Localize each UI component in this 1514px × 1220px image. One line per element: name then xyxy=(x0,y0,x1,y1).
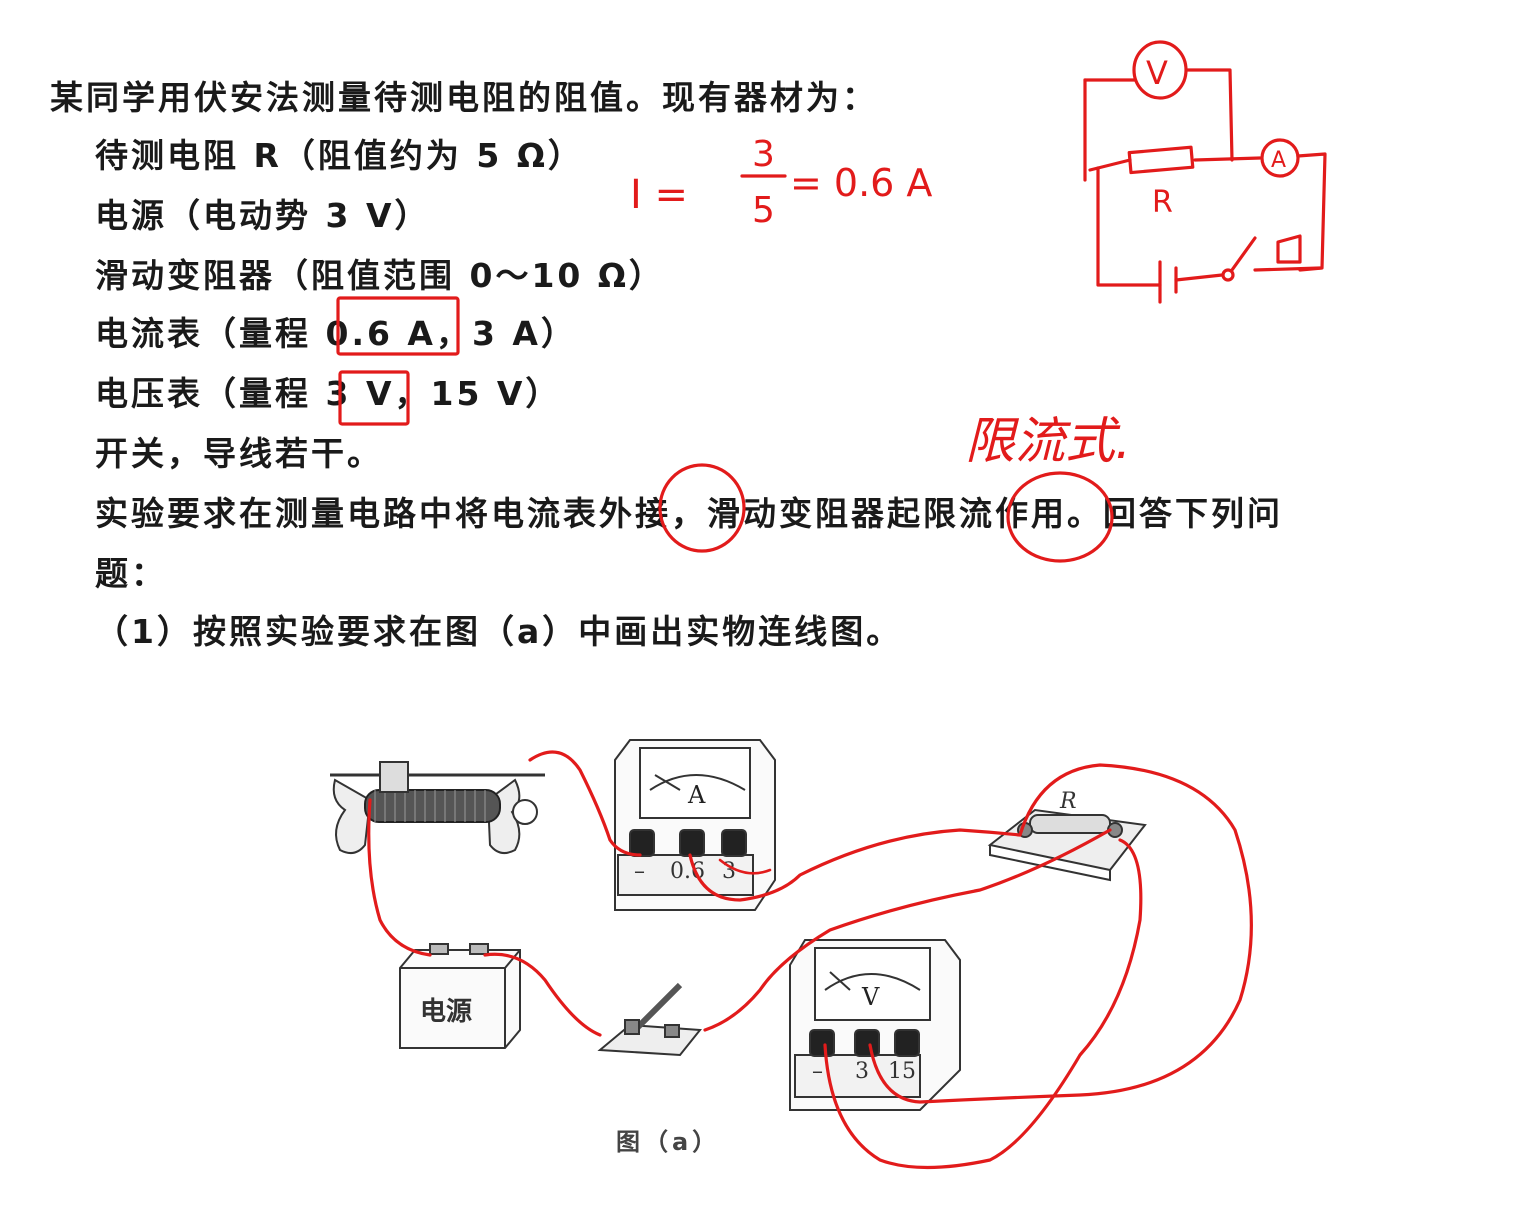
battery xyxy=(399,943,521,1049)
item-resistor: 待测电阻 R（阻值约为 5 Ω） xyxy=(95,136,584,175)
resistor-label: R xyxy=(1059,789,1077,814)
formula-denominator: 5 xyxy=(752,190,775,231)
hand-circuit-sketch xyxy=(1083,40,1327,304)
item-voltmeter: 电压表（量程 3 V，15 V） xyxy=(95,374,562,413)
hand-note-limiting: 限流式. xyxy=(965,412,1131,470)
voltmeter-terminal-neg: – xyxy=(812,1059,823,1084)
formula-numerator: 3 xyxy=(752,134,775,175)
ink-highlights xyxy=(336,296,1114,563)
battery-label: 电源 xyxy=(420,997,472,1027)
knife-switch xyxy=(597,982,702,1057)
sketch-voltmeter-label: V xyxy=(1146,54,1168,92)
voltmeter xyxy=(789,939,961,1111)
item-power: 电源（电动势 3 V） xyxy=(95,196,431,235)
formula-rhs: = 0.6 A xyxy=(790,161,932,205)
rheostat xyxy=(330,761,545,855)
hand-formula: I = 3 5 = 0.6 A xyxy=(630,134,932,231)
figure-caption: 图（a） xyxy=(616,1128,721,1156)
requirement-line-1: 实验要求在测量电路中将电流表外接，滑动变阻器起限流作用。回答下列问 xyxy=(95,494,1283,533)
item-rheostat: 滑动变阻器（阻值范围 0～10 Ω） xyxy=(95,256,665,295)
hand-drawn-wires xyxy=(367,750,1253,1170)
ammeter-symbol: A xyxy=(687,781,706,809)
voltmeter-terminal-15: 15 xyxy=(888,1059,916,1084)
question-1: （1）按照实验要求在图（a）中画出实物连线图。 xyxy=(95,612,903,651)
voltmeter-terminal-3: 3 xyxy=(855,1059,869,1084)
item-ammeter: 电流表（量程 0.6 A，3 A） xyxy=(95,314,577,353)
ammeter-terminal-neg: – xyxy=(634,859,645,884)
voltmeter-symbol: V xyxy=(861,983,880,1011)
requirement-line-2: 题： xyxy=(95,554,167,593)
resistor-r xyxy=(987,808,1147,882)
sketch-resistor-label: R xyxy=(1152,185,1173,220)
formula-lhs: I = xyxy=(630,172,688,218)
sketch-ammeter-label: A xyxy=(1271,148,1286,173)
problem-intro: 某同学用伏安法测量待测电阻的阻值。现有器材为： xyxy=(50,78,878,117)
item-switch: 开关，导线若干。 xyxy=(95,434,383,473)
ammeter xyxy=(614,739,776,911)
